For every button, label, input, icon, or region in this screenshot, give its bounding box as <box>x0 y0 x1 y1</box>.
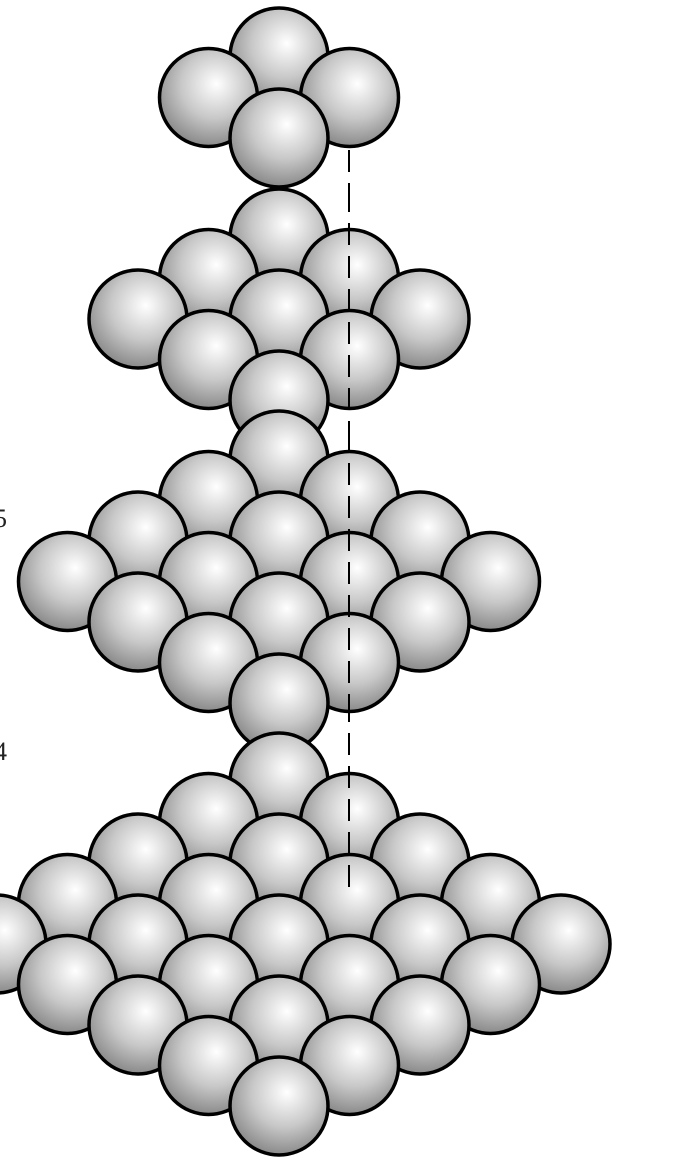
layers-group <box>0 8 610 1155</box>
layer-1 <box>160 8 399 187</box>
layer-label-5: 5 <box>0 504 7 533</box>
sphere <box>230 1057 328 1155</box>
layer-4 <box>0 733 610 1155</box>
layer-label-4: 4 <box>0 737 7 766</box>
sphere <box>230 89 328 187</box>
layer-3 <box>19 411 540 752</box>
